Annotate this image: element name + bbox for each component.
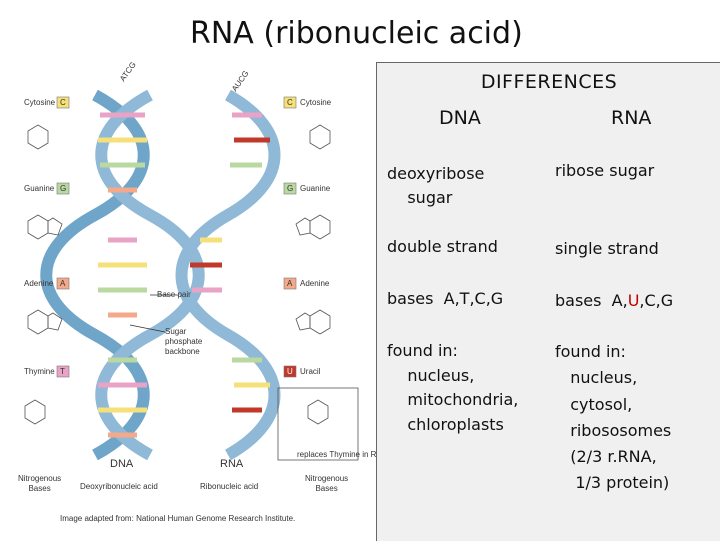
dna-column-header: DNA bbox=[439, 107, 481, 129]
row-strand-rna: single strand bbox=[555, 239, 659, 258]
letter-c-left: C bbox=[60, 98, 66, 107]
dna-rna-diagram: Cytosine Guanine Adenine Thymine C G A T… bbox=[0, 60, 388, 540]
image-credit: Image adapted from: National Human Genom… bbox=[60, 514, 296, 523]
rna-full-label: Ribonucleic acid bbox=[200, 482, 259, 491]
letter-t-left: T bbox=[60, 367, 65, 376]
row-sugar-dna: deoxyribose sugar bbox=[387, 164, 485, 207]
base-pair-label: Base pair bbox=[157, 290, 191, 299]
guanine-label-right: Guanine bbox=[300, 184, 331, 193]
letter-a-right: A bbox=[287, 279, 293, 288]
adenine-label-right: Adenine bbox=[300, 279, 330, 288]
row-sugar-rna: ribose sugar bbox=[555, 161, 655, 180]
differences-heading: DIFFERENCES bbox=[480, 71, 618, 93]
nitrogenous-bases-right: Nitrogenous Bases bbox=[305, 474, 349, 493]
title-abbr: RNA bbox=[190, 16, 254, 51]
helix-illustration bbox=[24, 89, 359, 461]
cytosine-label-right: Cytosine bbox=[300, 98, 332, 107]
cytosine-label-left: Cytosine bbox=[24, 98, 56, 107]
nitrogenous-bases-left: Nitrogenous Bases bbox=[18, 474, 62, 493]
page-title: RNA (ribonucleic acid) bbox=[190, 16, 523, 51]
uracil-label-right: Uracil bbox=[300, 367, 321, 376]
letter-u-right: U bbox=[287, 367, 293, 376]
letter-g-left: G bbox=[60, 184, 67, 193]
adenine-label-left: Adenine bbox=[24, 279, 54, 288]
guanine-label-left: Guanine bbox=[24, 184, 55, 193]
letter-g-right: G bbox=[287, 184, 294, 193]
row-location-rna: found in: nucleus, cytosol, ribososomes … bbox=[555, 342, 672, 493]
dna-diagram-label: DNA bbox=[110, 458, 134, 470]
differences-panel: DIFFERENCES DNA RNA deoxyribose sugar ri… bbox=[376, 62, 720, 541]
row-location-dna: found in: nucleus, mitochondria, chlorop… bbox=[387, 341, 519, 434]
dna-full-label: Deoxyribonucleic acid bbox=[80, 482, 158, 491]
replaces-thymine-label: replaces Thymine in RNA bbox=[297, 450, 388, 459]
row-strand-dna: double strand bbox=[387, 237, 498, 256]
title-full: (ribonucleic acid) bbox=[263, 16, 523, 51]
sugar-backbone-label: Sugar phosphate backbone bbox=[165, 327, 203, 356]
rna-diagram-label: RNA bbox=[220, 458, 244, 470]
rna-column-header: RNA bbox=[611, 107, 652, 129]
thymine-label-left: Thymine bbox=[24, 367, 55, 376]
letter-a-left: A bbox=[60, 279, 66, 288]
row-bases-rna: bases A,U,C,G bbox=[555, 291, 674, 310]
letter-c-right: C bbox=[287, 98, 293, 107]
rna-strand bbox=[175, 89, 281, 461]
dna-helix bbox=[40, 89, 205, 461]
row-bases-dna: bases A,T,C,G bbox=[387, 289, 504, 308]
